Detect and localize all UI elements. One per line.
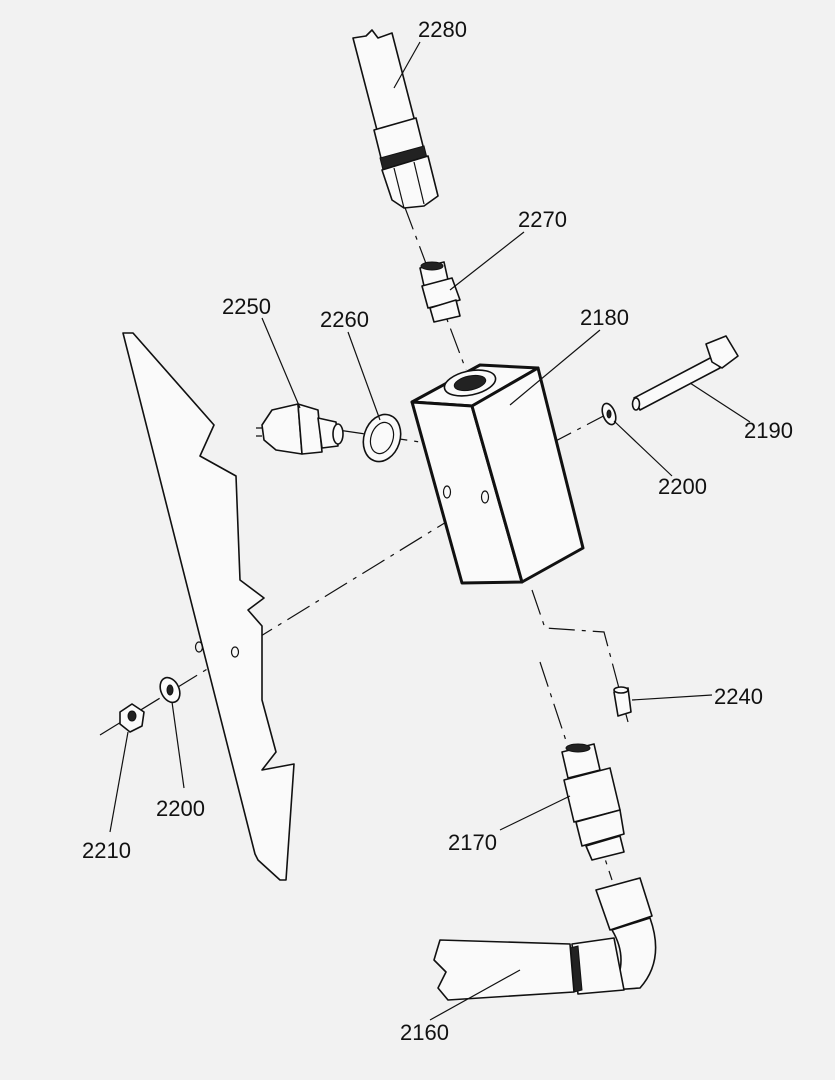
part-2280-upper-hose bbox=[352, 29, 439, 209]
plate-edge bbox=[132, 332, 237, 477]
upper-hose-body bbox=[352, 29, 416, 135]
block-top-port-bore bbox=[453, 374, 487, 392]
fitting-bore bbox=[565, 743, 591, 753]
fitting-end bbox=[585, 835, 625, 861]
washer-left-hole bbox=[166, 684, 174, 696]
callout-2260: 2260 bbox=[320, 307, 369, 332]
lower-hose-body bbox=[433, 939, 575, 1001]
bolt-shank bbox=[633, 355, 721, 411]
bolt-end bbox=[631, 397, 641, 411]
mounting-plate bbox=[122, 332, 295, 881]
spacer-top bbox=[613, 686, 629, 694]
callout-2280: 2280 bbox=[418, 17, 467, 42]
part-2180-manifold-block bbox=[410, 363, 585, 585]
callout-2180: 2180 bbox=[580, 305, 629, 330]
o-ring-inner bbox=[369, 421, 395, 455]
leader-2160 bbox=[429, 969, 521, 1021]
switch-nose bbox=[317, 417, 339, 449]
axis-mounting-bolt bbox=[99, 499, 483, 736]
part-2210-nut bbox=[119, 703, 145, 733]
block-hole-right bbox=[480, 490, 490, 504]
plate-outline bbox=[122, 332, 295, 881]
switch-tip bbox=[332, 423, 344, 445]
part-2200-washer-right bbox=[601, 402, 617, 426]
callout-2190: 2190 bbox=[744, 418, 793, 443]
leader-2210 bbox=[109, 731, 129, 833]
part-2240-spacer bbox=[613, 686, 632, 717]
adapter-thread bbox=[429, 299, 461, 323]
part-2170-lower-fitting bbox=[561, 743, 625, 861]
leader-2180 bbox=[509, 329, 601, 406]
nut-hole bbox=[127, 710, 137, 722]
callout-2210: 2210 bbox=[82, 838, 131, 863]
block-hole-left bbox=[442, 485, 452, 499]
fitting-thread bbox=[575, 809, 625, 847]
part-2250-switch bbox=[256, 403, 344, 455]
part-2200-washer-left bbox=[159, 676, 181, 704]
callout-2250: 2250 bbox=[222, 294, 271, 319]
switch-body bbox=[261, 403, 303, 455]
leader-2240 bbox=[631, 694, 713, 701]
axis-switch bbox=[337, 429, 421, 443]
bolt-head bbox=[705, 335, 739, 369]
leader-2200-right bbox=[613, 420, 673, 477]
plate-hole-lower bbox=[230, 646, 240, 658]
callout-2270: 2270 bbox=[518, 207, 567, 232]
elbow-nut bbox=[595, 877, 653, 931]
switch-terminals bbox=[256, 427, 262, 437]
leader-2190 bbox=[689, 382, 751, 423]
elbow-bend bbox=[611, 917, 657, 991]
part-2160-lower-hose bbox=[433, 877, 657, 1001]
callout-2200-left: 2200 bbox=[156, 796, 205, 821]
adapter-hex bbox=[421, 277, 461, 309]
upper-hose-nut-flats bbox=[393, 161, 425, 209]
part-2190-bolt bbox=[631, 335, 739, 411]
leader-lines bbox=[109, 41, 751, 1021]
leader-2250 bbox=[261, 317, 301, 409]
axis-lower-right bbox=[531, 589, 629, 723]
leader-2280 bbox=[393, 41, 421, 89]
switch-hex bbox=[297, 403, 323, 455]
callout-2240: 2240 bbox=[714, 684, 763, 709]
leader-2270 bbox=[449, 231, 525, 291]
callout-2160: 2160 bbox=[400, 1020, 449, 1045]
adapter-bore bbox=[420, 261, 444, 271]
callout-labels: 2280 2270 2250 2260 2180 2190 2200 2240 … bbox=[82, 17, 793, 1045]
callout-2200-right: 2200 bbox=[658, 474, 707, 499]
leader-2170 bbox=[499, 795, 571, 831]
leader-2200-left bbox=[171, 701, 185, 789]
part-2270-adapter bbox=[419, 261, 461, 323]
part-2260-o-ring bbox=[362, 413, 402, 463]
upper-hose-nut bbox=[381, 155, 439, 209]
plate-hole-upper bbox=[194, 641, 204, 653]
leader-2260 bbox=[347, 331, 381, 421]
o-ring-outer bbox=[362, 413, 402, 463]
callout-2170: 2170 bbox=[448, 830, 497, 855]
block-side-face bbox=[470, 366, 585, 584]
washer-right-hole bbox=[606, 409, 612, 419]
